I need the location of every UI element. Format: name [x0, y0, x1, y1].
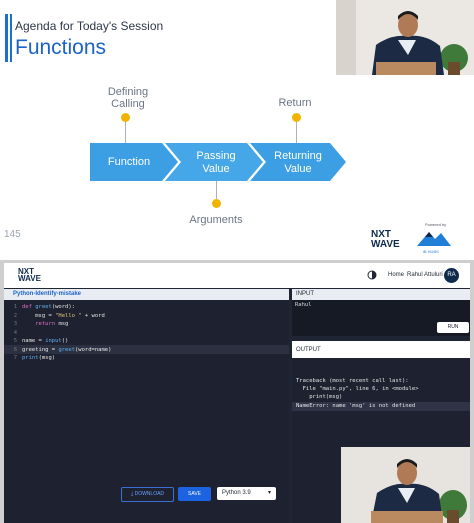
callout-stem	[216, 181, 217, 203]
download-label: DOWNLOAD	[134, 491, 165, 497]
slide-number: 145	[4, 229, 21, 240]
language-select[interactable]: Python 3.9 ▾	[217, 487, 276, 500]
callout-defining-calling: Defining Calling	[107, 86, 149, 110]
flow-step-function: Function	[107, 156, 151, 168]
current-line-highlight	[4, 345, 289, 354]
avatar[interactable]: RA	[444, 268, 459, 283]
nav-user-name[interactable]: Rahul Attuluri	[407, 272, 443, 278]
nxtwave-logo: NXT WAVE	[371, 229, 400, 250]
code-token: greet	[35, 304, 52, 310]
file-title: Python-Identify-mistake	[13, 291, 82, 297]
code-token: ()	[61, 338, 69, 344]
callout-dot	[212, 199, 221, 208]
code-line: 6 greeting = greet(word=name)	[4, 346, 112, 355]
line-number: 4	[13, 329, 17, 336]
code-token: (msg)	[38, 355, 56, 361]
code-token: def	[22, 304, 36, 310]
code-token: + word	[81, 312, 105, 319]
code-token: msg =	[22, 312, 56, 319]
callout-stem	[125, 121, 126, 143]
code-line: 2 msg = "Hello " + word	[4, 312, 105, 321]
title-accent-bar-secondary	[10, 14, 12, 62]
run-button[interactable]: RUN	[437, 322, 469, 333]
ide-header: NXT WAVE Home Rahul Attuluri RA	[4, 263, 470, 288]
output-line: print(msg)	[296, 394, 343, 400]
download-button[interactable]: ⤓ DOWNLOAD	[121, 487, 174, 502]
callout-return: Return	[278, 97, 312, 109]
code-line: 5 name = input()	[4, 337, 69, 346]
line-number: 7	[13, 355, 17, 361]
presenter-video-secondary	[341, 447, 470, 523]
line-number: 1	[13, 304, 17, 310]
code-token: greet	[58, 346, 75, 353]
presenter-image-secondary	[341, 447, 470, 523]
code-token: print	[22, 355, 39, 361]
input-panel-header: INPUT	[292, 289, 470, 300]
code-token: input	[45, 338, 62, 344]
code-token: (word=name)	[75, 346, 112, 353]
output-line: File "main.py", line 6, in <module>	[296, 386, 419, 392]
flow-arrows	[90, 143, 346, 181]
error-line-highlight	[292, 402, 470, 411]
code-line: 3 return msg	[4, 320, 69, 329]
code-token: greeting =	[22, 346, 59, 353]
language-value: Python 3.9	[222, 490, 251, 496]
callout-dot	[121, 113, 130, 122]
code-line: 7 print(msg)	[4, 354, 55, 363]
callout-stem	[296, 121, 297, 143]
code-token: (word):	[51, 304, 75, 310]
theme-toggle-icon[interactable]	[367, 270, 377, 280]
presenter-video	[336, 0, 474, 75]
nav-home-link[interactable]: Home	[388, 272, 405, 278]
input-label: INPUT	[296, 291, 314, 297]
save-button[interactable]: SAVE	[178, 487, 211, 501]
code-line: 4	[4, 329, 22, 338]
ib-hubs-mountain-icon	[417, 232, 451, 246]
code-token: name =	[22, 338, 46, 344]
code-line: 1 def greet(word):	[4, 303, 75, 312]
flow-arrow-1	[90, 143, 178, 181]
line-number: 2	[13, 312, 17, 319]
line-number: 6	[13, 346, 17, 353]
slide-title: Functions	[15, 36, 107, 59]
output-panel-header: OUTPUT	[292, 341, 470, 358]
code-ide: NXT WAVE Home Rahul Attuluri RA Python-I…	[4, 263, 470, 523]
code-token: return	[22, 321, 59, 327]
process-flow: Function Passing Value Returning Value	[90, 143, 350, 181]
ide-logo[interactable]: NXT WAVE	[18, 267, 41, 283]
code-token: "Hello "	[55, 312, 82, 319]
callout-dot	[292, 113, 301, 122]
flow-step-returning-value: Returning Value	[274, 150, 322, 175]
flow-arrow-3	[250, 143, 346, 181]
editor-title-bar: Python-Identify-mistake	[4, 289, 289, 300]
download-icon: ⤓	[130, 491, 135, 497]
presentation-slide: Agenda for Today's Session Functions Def…	[0, 0, 474, 260]
output-label: OUTPUT	[296, 347, 321, 353]
flow-step-passing-value: Passing Value	[196, 150, 236, 175]
title-accent-bar	[5, 14, 8, 62]
ib-hubs-logo: Powered by iB HUBS	[415, 222, 453, 254]
output-line: Traceback (most recent call last):	[296, 378, 409, 384]
line-number: 5	[13, 338, 17, 344]
line-number: 3	[13, 321, 17, 327]
callout-arguments: Arguments	[189, 214, 243, 226]
stdin-value: Rahul	[295, 302, 312, 308]
chevron-down-icon: ▾	[267, 490, 271, 496]
code-token: msg	[58, 321, 69, 327]
presenter-image	[336, 0, 474, 75]
agenda-heading: Agenda for Today's Session	[15, 19, 164, 33]
output-line: NameError: name 'msg' is not defined	[296, 403, 416, 409]
flow-arrow-2	[165, 143, 263, 181]
